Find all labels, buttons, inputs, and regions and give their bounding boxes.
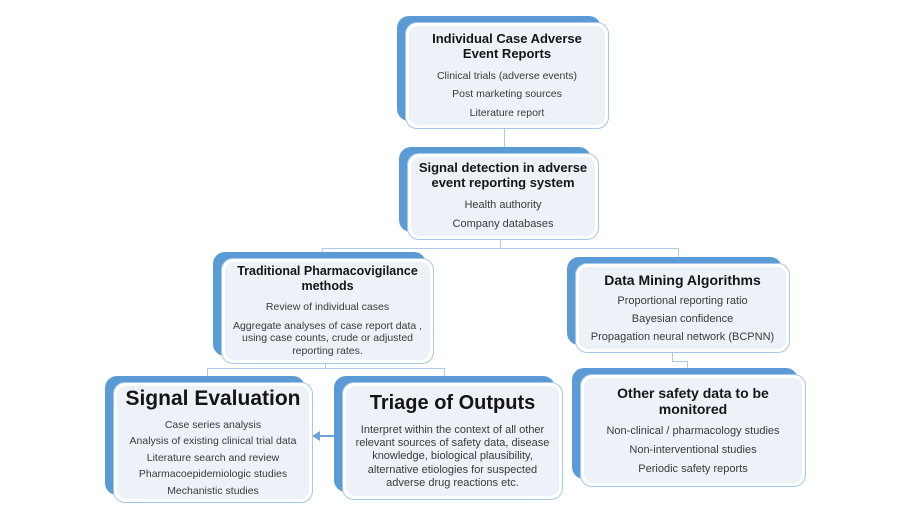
box-item: Case series analysis <box>164 418 262 431</box>
box-content: Triage of Outputs Interpret within the c… <box>346 386 559 496</box>
box-item: Proportional reporting ratio <box>617 294 748 307</box>
connector-traditional-stem <box>325 362 326 369</box>
box-signal-evaluation: Signal Evaluation Case series analysis A… <box>105 376 313 503</box>
box-item: Analysis of existing clinical trial data <box>129 435 297 448</box>
box-item: Mechanistic studies <box>167 484 259 497</box>
box-item: Non-interventional studies <box>629 444 757 456</box>
connector-detection-stem <box>500 238 501 249</box>
box-title: Triage of Outputs <box>369 392 536 415</box>
box-content: Individual Case Adverse Event Reports Cl… <box>409 26 605 125</box>
box-item: Post marketing sources <box>452 88 562 101</box>
box-title: Traditional Pharmacovigilance methods <box>237 264 418 293</box>
connector-data-mining-stem <box>672 351 673 362</box>
box-content: Data Mining Algorithms Proportional repo… <box>579 267 786 349</box>
box-frame: Triage of Outputs Interpret within the c… <box>342 382 563 500</box>
box-content: Other safety data to be monitored Non-cl… <box>584 378 802 483</box>
box-signal-detection: Signal detection in adverse event report… <box>399 147 599 240</box>
arrow-triage-to-evaluation-line <box>320 435 338 437</box>
box-title: Individual Case Adverse Event Reports <box>432 30 582 61</box>
box-frame: Other safety data to be monitored Non-cl… <box>580 374 806 487</box>
connector-to-other-safety <box>687 361 688 374</box>
box-title: Signal detection in adverse event report… <box>418 160 588 191</box>
box-content: Traditional Pharmacovigilance methods Re… <box>225 262 430 360</box>
box-other-safety-data: Other safety data to be monitored Non-cl… <box>572 368 806 487</box>
box-item: Clinical trials (adverse events) <box>436 69 578 82</box>
box-item: Periodic safety reports <box>638 463 748 476</box>
box-frame: Signal Evaluation Case series analysis A… <box>113 382 313 503</box>
arrow-triage-to-evaluation-head <box>312 431 320 441</box>
box-data-mining: Data Mining Algorithms Proportional repo… <box>567 257 790 353</box>
box-title: Signal Evaluation <box>125 387 301 411</box>
connector-to-triage <box>444 368 445 382</box>
box-frame: Traditional Pharmacovigilance methods Re… <box>221 258 434 364</box>
connector-reports-to-detection <box>504 127 505 155</box>
box-item: Review of individual cases <box>265 301 390 314</box>
connector-data-mining-jog <box>672 361 688 362</box>
box-item: Aggregate analyses of case report data ,… <box>232 319 423 357</box>
box-content: Signal Evaluation Case series analysis A… <box>117 386 309 499</box>
connector-traditional-branch <box>207 368 445 369</box>
box-item: Non-clinical / pharmacology studies <box>606 424 780 437</box>
box-frame: Data Mining Algorithms Proportional repo… <box>575 263 790 353</box>
box-individual-case-reports: Individual Case Adverse Event Reports Cl… <box>397 16 609 129</box>
box-item: Health authority <box>464 199 542 212</box>
box-item: Literature report <box>469 106 545 119</box>
box-title: Other safety data to be monitored <box>617 384 769 417</box>
box-item: Company databases <box>452 218 554 231</box>
box-frame: Signal detection in adverse event report… <box>407 153 599 240</box>
box-item: Literature search and review <box>146 451 280 464</box>
box-content: Signal detection in adverse event report… <box>411 157 595 236</box>
connector-detection-branch <box>322 248 679 249</box>
box-item: Interpret within the context of all othe… <box>355 424 550 489</box>
box-traditional-methods: Traditional Pharmacovigilance methods Re… <box>213 252 434 364</box>
box-item: Bayesian confidence <box>631 312 734 325</box>
box-title: Data Mining Algorithms <box>604 271 761 288</box>
box-item: Propagation neural network (BCPNN) <box>590 331 775 344</box>
box-triage-of-outputs: Triage of Outputs Interpret within the c… <box>334 376 563 500</box>
box-item: Pharmacoepidemiologic studies <box>138 468 288 481</box>
box-frame: Individual Case Adverse Event Reports Cl… <box>405 22 609 129</box>
